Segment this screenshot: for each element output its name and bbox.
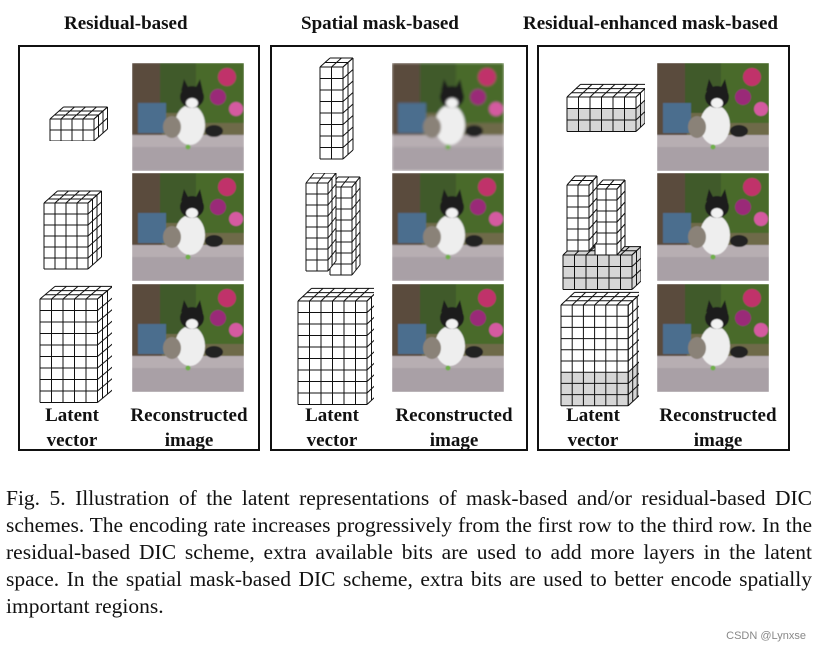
latent-cube-with-residual-bottom xyxy=(559,291,643,414)
latent-cube-large xyxy=(38,285,113,412)
heading-residual-based: Residual-based xyxy=(64,13,188,34)
latent-columns-with-residual-base xyxy=(561,175,642,304)
heading-spatial-mask-based: Spatial mask-based xyxy=(301,13,459,34)
latent-cube-small xyxy=(48,105,112,146)
latent-columns-pair xyxy=(304,172,368,290)
watermark: CSDN @Lynxse xyxy=(726,630,806,642)
reconstructed-image-row-2 xyxy=(657,173,769,281)
latent-column-single xyxy=(318,57,358,170)
reconstructed-image-row-1 xyxy=(657,63,769,171)
figure-caption: Fig. 5. Illustration of the latent repre… xyxy=(6,486,812,618)
reconstructed-image-row-3 xyxy=(657,284,769,392)
reconstructed-image-row-1 xyxy=(392,63,504,171)
latent-cube-full xyxy=(296,287,381,414)
heading-residual-enhanced-mask-based: Residual-enhanced mask-based xyxy=(523,13,778,34)
reconstructed-image-row-3 xyxy=(132,284,244,392)
reconstructed-image-row-1 xyxy=(132,63,244,171)
reconstructed-image-row-2 xyxy=(392,173,504,281)
latent-cube-medium xyxy=(42,189,112,278)
reconstructed-image-row-3 xyxy=(392,284,504,392)
reconstructed-image-row-2 xyxy=(132,173,244,281)
latent-cube-residual-layers xyxy=(565,83,650,148)
